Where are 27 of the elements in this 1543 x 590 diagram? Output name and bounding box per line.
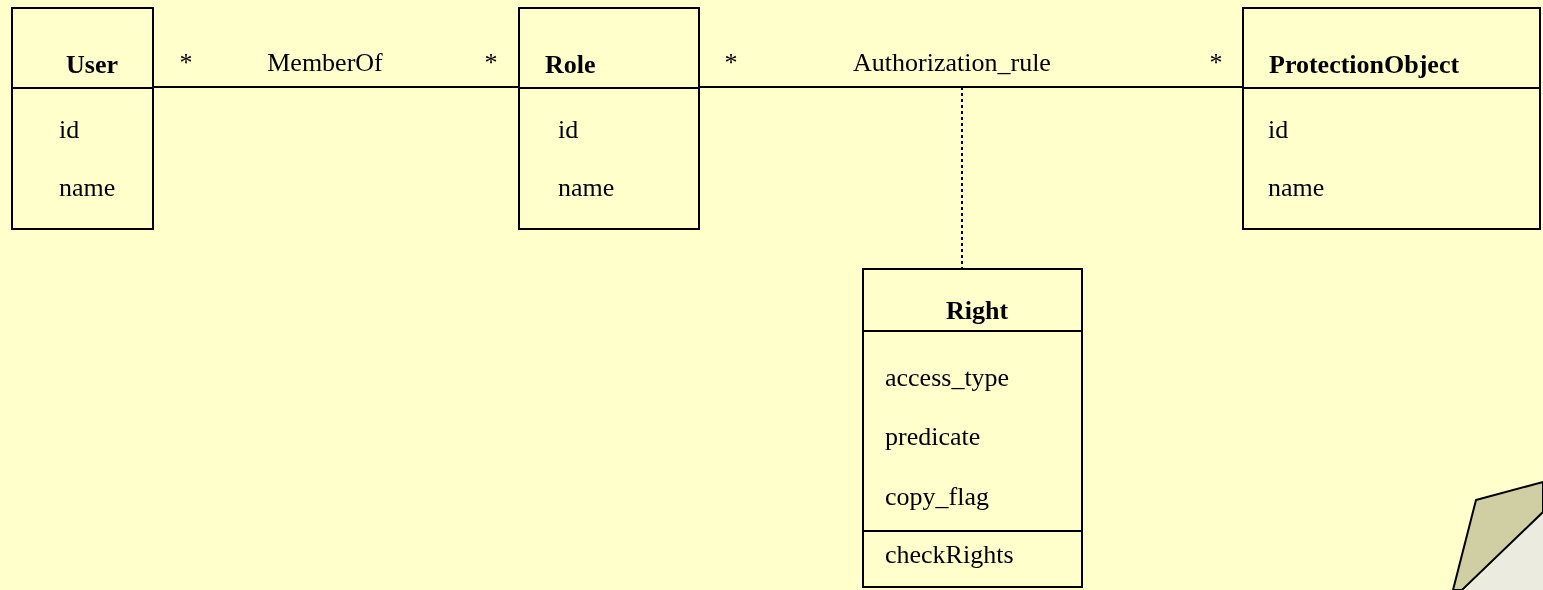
class-member: name	[1268, 173, 1325, 202]
multiplicity-label: *	[1209, 48, 1223, 78]
multiplicity-label: *	[179, 48, 193, 78]
class-name: Role	[545, 50, 596, 79]
class-member: id	[558, 115, 579, 144]
class-member: name	[59, 173, 116, 202]
class-member: name	[558, 173, 615, 202]
class-member: copy_flag	[885, 482, 989, 511]
class-box	[1242, 7, 1541, 230]
class-name: ProtectionObject	[1269, 50, 1460, 79]
dotted-association-line	[961, 86, 963, 269]
class-name: User	[66, 50, 118, 79]
class-member: id	[1268, 115, 1289, 144]
class-member: predicate	[885, 422, 981, 451]
association-line	[699, 86, 1243, 88]
association-line	[153, 86, 519, 88]
class-member: checkRights	[885, 540, 1014, 569]
class-member: access_type	[885, 363, 1010, 392]
class-box	[518, 7, 700, 230]
class-member: id	[59, 115, 80, 144]
class-name: Right	[946, 296, 1009, 325]
multiplicity-label: *	[724, 48, 738, 78]
multiplicity-label: *	[484, 48, 498, 78]
edge-label: Authorization_rule	[853, 48, 1051, 78]
class-box	[862, 268, 1083, 588]
edge-label: MemberOf	[267, 48, 383, 78]
class-box	[11, 7, 154, 230]
